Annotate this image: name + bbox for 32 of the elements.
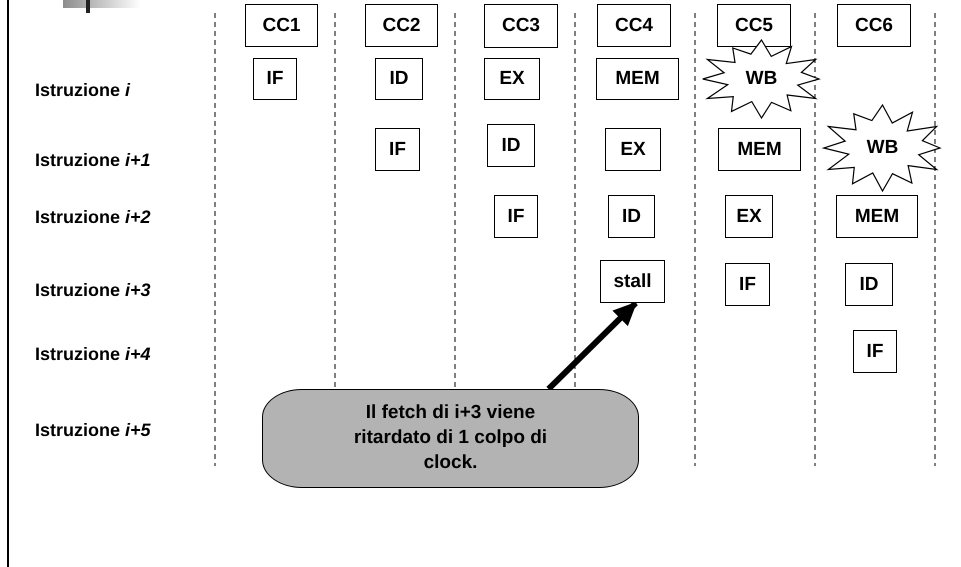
row-label: Istruzione i+5	[35, 420, 151, 441]
clock-cycle-header: CC6	[837, 4, 911, 47]
stage-box: ID	[845, 263, 893, 306]
stage-box: EX	[725, 195, 773, 238]
clock-cycle-header: CC2	[365, 4, 438, 47]
stage-box: IF	[853, 330, 897, 373]
stage-box: IF	[253, 58, 297, 100]
stage-box: MEM	[718, 128, 801, 171]
stage-box: IF	[725, 263, 770, 306]
clock-cycle-header: CC1	[245, 4, 318, 47]
row-label: Istruzione i	[35, 80, 130, 101]
row-label: Istruzione i+3	[35, 280, 151, 301]
row-label: Istruzione i+4	[35, 344, 151, 365]
row-label: Istruzione i+1	[35, 150, 151, 171]
stage-box: MEM	[836, 195, 918, 238]
stage-box: MEM	[596, 58, 679, 100]
clock-cycle-header: CC5	[717, 4, 791, 47]
stage-box: ID	[375, 58, 423, 100]
callout-box: Il fetch di i+3 viene ritardato di 1 colpo di clock.	[262, 389, 639, 488]
stage-label: WB	[866, 137, 898, 159]
stage-box: IF	[375, 128, 420, 171]
stage-box: ID	[487, 124, 535, 167]
arrow	[546, 300, 638, 392]
clock-cycle-header: CC4	[597, 4, 671, 47]
stage-box: EX	[605, 128, 661, 171]
clock-cycle-header: CC3	[484, 4, 558, 48]
row-label: Istruzione i+2	[35, 207, 151, 228]
stage-label: WB	[746, 68, 778, 90]
stage-box: EX	[484, 58, 540, 100]
stage-box: ID	[608, 195, 655, 238]
stage-box: stall	[600, 260, 665, 303]
stage-box: IF	[494, 195, 538, 238]
